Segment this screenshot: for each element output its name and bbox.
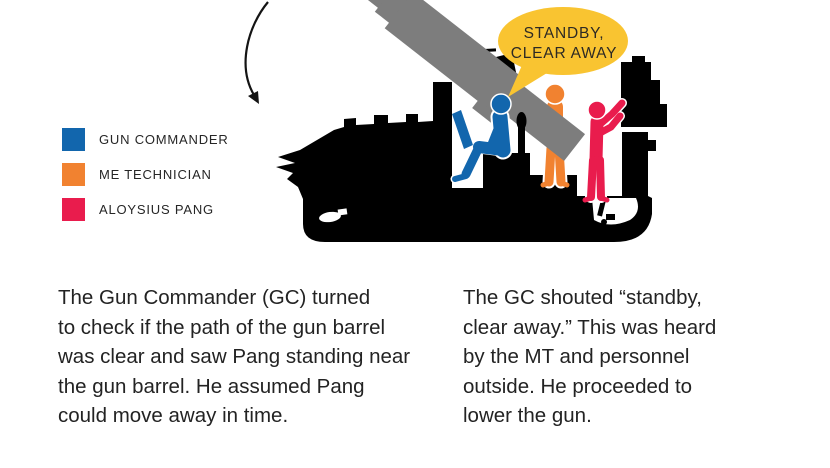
vehicle-rear-block	[621, 56, 667, 127]
legend-item-me-technician: ME TECHNICIAN	[62, 163, 229, 186]
gun-commander-figure	[450, 93, 513, 184]
barrel-motion-arrow-icon	[244, 1, 269, 104]
legend-label: GUN COMMANDER	[99, 132, 229, 147]
rear-hatch-gap	[592, 198, 638, 225]
caption-left: The Gun Commander (GC) turned to check i…	[58, 286, 411, 427]
legend: GUN COMMANDER ME TECHNICIAN ALOYSIUS PAN…	[62, 128, 229, 221]
hull-rear-knob	[648, 140, 656, 151]
legend-label: ME TECHNICIAN	[99, 167, 212, 182]
aloysius-pang-swatch	[62, 198, 85, 221]
gun-commander-swatch	[62, 128, 85, 151]
caption-right: The GC shouted “standby, clear away.” Th…	[463, 286, 717, 427]
aloysius-pang-figure	[582, 98, 627, 203]
gun-barrel	[343, 0, 586, 161]
cab-console-strip	[452, 110, 473, 149]
speech-bubble: STANDBY, CLEAR AWAY	[498, 7, 628, 97]
speech-bubble-line-1: STANDBY,	[524, 25, 605, 42]
vehicle-hull-silhouette	[276, 82, 652, 242]
me-technician-swatch	[62, 163, 85, 186]
legend-label: ALOYSIUS PANG	[99, 202, 214, 217]
track-highlight	[319, 208, 348, 223]
joystick-icon	[516, 112, 527, 155]
speech-bubble-line-2: CLEAR AWAY	[511, 45, 617, 62]
legend-item-gun-commander: GUN COMMANDER	[62, 128, 229, 151]
legend-item-aloysius-pang: ALOYSIUS PANG	[62, 198, 229, 221]
